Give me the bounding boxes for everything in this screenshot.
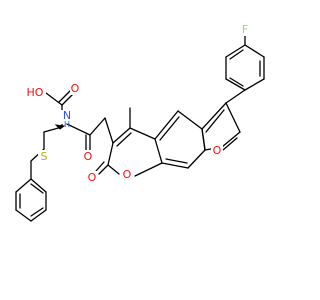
hydroxyl-label: HO (27, 86, 44, 99)
keto-oxygen-label: O (88, 171, 97, 184)
fluorophenyl-ring (225, 33, 265, 91)
pyranone-ring (107, 107, 163, 177)
acetamide-linker (66, 117, 114, 153)
amide-hydrogen-label: H (64, 120, 70, 129)
furan-ring (201, 89, 246, 151)
keto-carbonyl (95, 161, 109, 175)
amide-oxygen-label: O (84, 150, 93, 163)
acid-oxygen-label: O (71, 82, 80, 95)
furan-oxygen-label: O (213, 144, 222, 157)
benzyl-ring (15, 178, 47, 222)
amide-nitrogen-label: N (63, 109, 71, 122)
sulfur-atom-label: S (41, 150, 48, 163)
central-benzene-ring (154, 110, 206, 169)
pyran-oxygen-label: O (123, 168, 132, 181)
molecule-structure: F HO O N H O O O O S (15, 23, 265, 222)
fluorine-atom-label: F (242, 23, 248, 36)
amino-acid-backbone (30, 88, 76, 180)
